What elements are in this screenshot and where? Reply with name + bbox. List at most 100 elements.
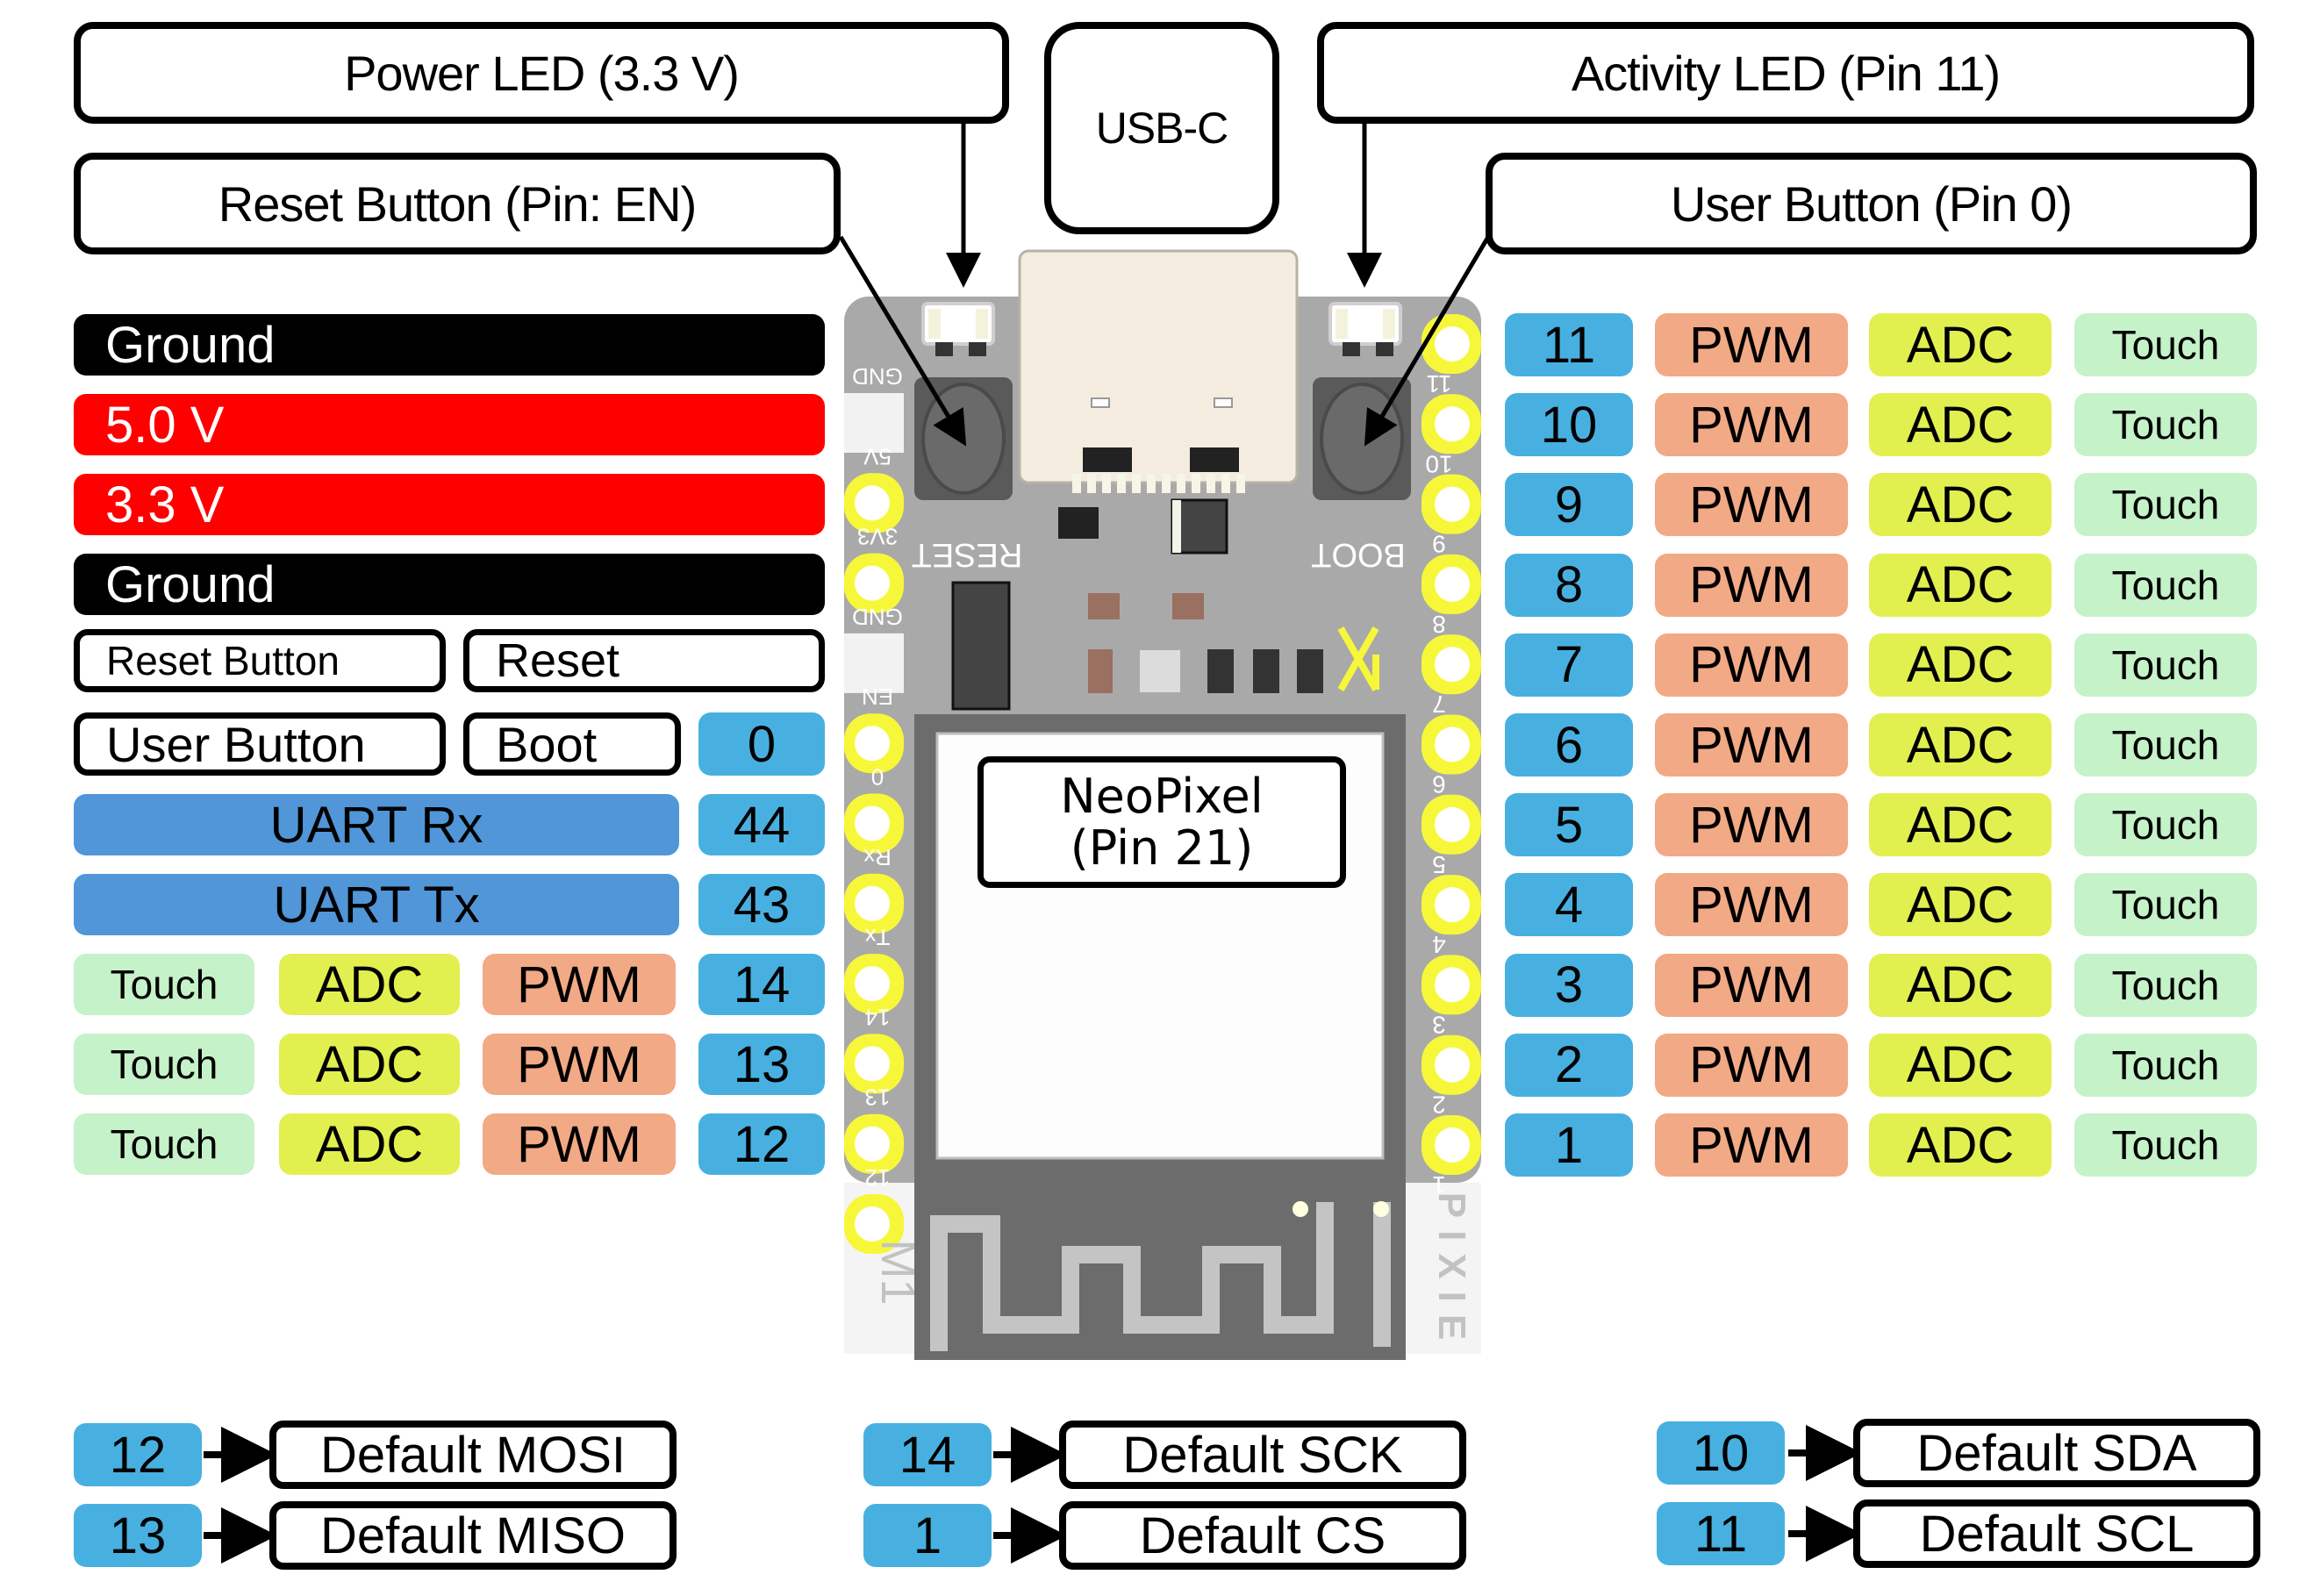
- default-mosi-label: Default MOSI: [269, 1421, 677, 1489]
- usb-contact-icon: [1221, 474, 1230, 493]
- pwm-tag-text: PWM: [1689, 396, 1814, 454]
- adc-tag: ADC: [1869, 793, 2052, 857]
- pwm-tag: PWM: [1655, 313, 1848, 376]
- touch-tag-text: Touch: [2111, 1041, 2220, 1088]
- pin-label-uart-rx: UART Rx: [74, 794, 679, 855]
- pwm-tag-text: PWM: [517, 1035, 641, 1093]
- pin-label-ground-1: Ground: [74, 314, 825, 376]
- pin-label-text: User Button: [106, 716, 366, 772]
- header-hole-icon: [1435, 406, 1470, 442]
- adc-tag-text: ADC: [1906, 636, 2015, 694]
- adc-tag: ADC: [279, 1113, 460, 1175]
- pin-number-1-text: 1: [1554, 1116, 1584, 1174]
- right-silk-label: 8: [1432, 611, 1446, 638]
- pin-number-12-text: 12: [733, 1115, 791, 1173]
- header-hole-icon: [1435, 566, 1470, 602]
- pwm-tag-text: PWM: [1689, 476, 1814, 533]
- touch-tag-text: Touch: [110, 1121, 218, 1167]
- header-hole-icon: [855, 1126, 890, 1162]
- touch-tag-text: Touch: [2111, 962, 2220, 1008]
- usb-contact-icon: [1162, 474, 1171, 493]
- left-silk-label: Tx: [865, 924, 891, 950]
- touch-tag-text: Touch: [2111, 482, 2220, 528]
- callout-neopixel-line1: NeoPixel: [1060, 768, 1264, 824]
- touch-tag-text: Touch: [2111, 882, 2220, 928]
- pwm-tag-text: PWM: [1689, 796, 1814, 854]
- pwm-tag-text: PWM: [1689, 556, 1814, 614]
- pin-number-5: 5: [1505, 793, 1633, 857]
- legend-text: Default CS: [1139, 1507, 1386, 1564]
- pin-number-13: 13: [698, 1034, 825, 1095]
- pin-label-text: Ground: [105, 555, 276, 613]
- right-silk-label: 6: [1432, 771, 1446, 798]
- power-led: [921, 302, 995, 346]
- pin-number-11-text: 11: [1542, 316, 1596, 374]
- callout-power-led: Power LED (3.3 V): [74, 22, 1009, 124]
- left-silk-label: EN: [862, 683, 893, 710]
- header-hole-icon: [855, 1206, 890, 1242]
- pin-number-3-text: 3: [1554, 956, 1584, 1014]
- pin-number-14-text: 14: [733, 955, 791, 1013]
- touch-tag-text: Touch: [2111, 562, 2220, 608]
- touch-tag-text: Touch: [110, 962, 218, 1007]
- reset-tactile-button: [914, 377, 1013, 500]
- pin-number-10-text: 10: [1540, 396, 1598, 454]
- pin-number-4: 4: [1505, 873, 1633, 937]
- pin-number-text: 10: [1692, 1424, 1750, 1482]
- pwm-tag-text: PWM: [1689, 956, 1814, 1014]
- legend-text: Default SDA: [1916, 1424, 2197, 1482]
- pin-number-0: 0: [698, 712, 825, 776]
- usb-contact-icon: [1192, 474, 1200, 493]
- callout-user-button-label: User Button (Pin 0): [1670, 175, 2073, 232]
- pin-number-9: 9: [1505, 473, 1633, 537]
- default-cs-label: Default CS: [1059, 1501, 1466, 1570]
- callout-reset-button-label: Reset Button (Pin: EN): [218, 175, 697, 232]
- pwm-tag: PWM: [1655, 553, 1848, 617]
- touch-tag: Touch: [74, 1113, 254, 1175]
- pin-label-text: UART Rx: [269, 796, 483, 854]
- legend-text: Default SCL: [1919, 1505, 2195, 1563]
- pwm-tag: PWM: [483, 954, 676, 1015]
- pwm-tag: PWM: [1655, 1113, 1848, 1177]
- pin-number-text: 1: [913, 1507, 942, 1564]
- adc-tag-text: ADC: [1906, 316, 2015, 374]
- pin-number-3: 3: [1505, 953, 1633, 1017]
- touch-tag-text: Touch: [2111, 402, 2220, 448]
- adc-tag-text: ADC: [315, 1115, 424, 1173]
- header-hole-icon: [1435, 1127, 1470, 1163]
- adc-tag: ADC: [1869, 473, 2052, 537]
- brand-logo-icon: [1337, 626, 1379, 691]
- left-silk-label: GND: [852, 363, 903, 390]
- pin-number-6: 6: [1505, 713, 1633, 777]
- pwm-tag: PWM: [1655, 873, 1848, 937]
- adc-tag-text: ADC: [1906, 796, 2015, 854]
- touch-tag-text: Touch: [2111, 322, 2220, 368]
- adc-tag: ADC: [1869, 393, 2052, 457]
- pin-label-text: Ground: [105, 316, 276, 374]
- pin-number-4-text: 4: [1554, 876, 1584, 934]
- pin-label-user-button: User Button: [74, 712, 446, 776]
- pin-label-text: Reset Button: [106, 638, 340, 683]
- header-hole-icon: [855, 805, 890, 841]
- pin-number-14: 14: [698, 954, 825, 1015]
- arrow-reset-button: [838, 235, 967, 447]
- pin-label-boot-function: Boot: [463, 712, 681, 776]
- default-sda-label: Default SDA: [1853, 1419, 2260, 1487]
- pin-label-uart-tx: UART Tx: [74, 874, 679, 935]
- pin-label-text: Reset: [496, 634, 620, 687]
- usb-contact-icon: [1087, 474, 1096, 493]
- right-silk-label: 11: [1426, 370, 1451, 397]
- right-silk-label: 1: [1432, 1171, 1446, 1199]
- pin-number-44: 44: [698, 794, 825, 855]
- pin-number-9-text: 9: [1554, 476, 1584, 533]
- left-silk-label: 12: [865, 1164, 891, 1191]
- default-pin-sda-number: 10: [1657, 1421, 1785, 1485]
- pin-number-10: 10: [1505, 393, 1633, 457]
- default-pin-scl-number: 11: [1657, 1502, 1785, 1565]
- header-hole-icon: [855, 1046, 890, 1082]
- pin-label-5v: 5.0 V: [74, 394, 825, 455]
- touch-tag: Touch: [74, 1034, 254, 1095]
- callout-power-led-label: Power LED (3.3 V): [344, 45, 740, 101]
- pwm-tag-text: PWM: [517, 1115, 641, 1173]
